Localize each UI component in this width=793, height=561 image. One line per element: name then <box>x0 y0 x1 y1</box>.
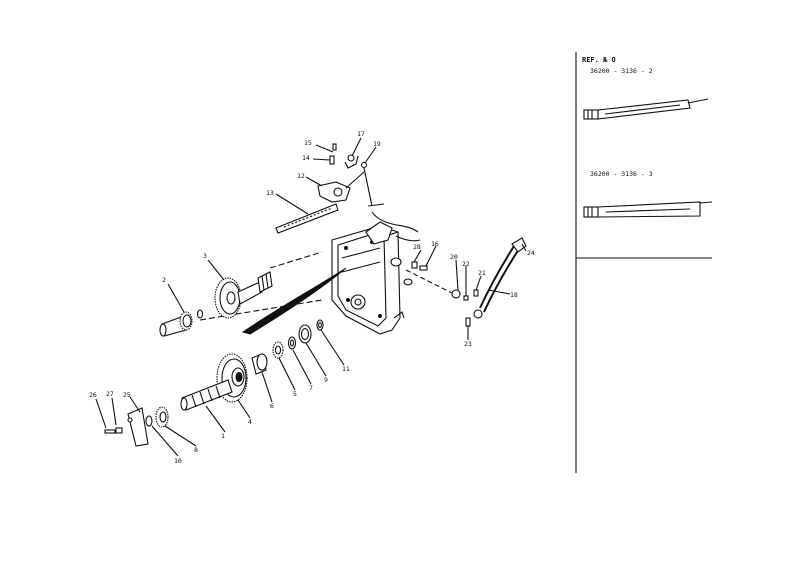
part-1-main-shaft <box>180 379 233 411</box>
callout-21: 21 <box>478 269 486 277</box>
parts-fittings <box>411 261 479 327</box>
callout-5: 5 <box>293 390 297 398</box>
ref-variant-a-label: 36200 - 3136 - 2 <box>590 67 653 75</box>
callout-11: 11 <box>342 365 350 373</box>
shaft-variant-b <box>583 201 713 218</box>
callout-4: 4 <box>248 418 252 426</box>
callout-labels: 1 2 3 4 5 6 7 8 9 10 11 12 13 14 15 16 1… <box>89 130 535 465</box>
callout-15: 15 <box>304 139 312 147</box>
part-3-large-gear <box>214 271 273 319</box>
part-13-shift-rod <box>275 203 339 234</box>
callout-23: 23 <box>464 340 472 348</box>
part-18-lever <box>473 237 527 319</box>
callout-7: 7 <box>309 384 313 392</box>
center-lines <box>199 251 459 321</box>
callout-10: 10 <box>174 457 182 465</box>
part-5-bearing <box>272 341 284 359</box>
part-9-bearing <box>298 324 312 344</box>
callout-13: 13 <box>266 189 274 197</box>
part-6-bushing <box>251 353 268 375</box>
part-12-shift-fork <box>317 171 365 203</box>
ref-variant-b-label: 36200 - 3136 - 3 <box>590 170 653 178</box>
part-11-snap-ring <box>316 319 324 331</box>
gear-housing <box>331 211 421 335</box>
ref-panel-title: REF. № O <box>582 56 616 64</box>
callout-9: 9 <box>324 376 328 384</box>
parts-14-15-17-19-detent <box>329 143 385 207</box>
leader-lines <box>95 137 527 457</box>
callout-17: 17 <box>357 130 365 138</box>
callout-27: 27 <box>106 390 114 398</box>
chain-belt <box>241 267 347 335</box>
part-7-ring <box>287 336 297 350</box>
callout-24: 24 <box>527 249 535 257</box>
callout-26: 26 <box>89 391 97 399</box>
callout-1: 1 <box>221 432 225 440</box>
part-10-washer <box>145 415 153 427</box>
callout-20: 20 <box>450 253 458 261</box>
callout-18: 18 <box>510 291 518 299</box>
callout-22: 22 <box>462 260 470 268</box>
callout-2: 2 <box>162 276 166 284</box>
callout-16: 16 <box>431 240 439 248</box>
callout-25: 25 <box>123 391 131 399</box>
part-2-small-gear <box>159 309 204 337</box>
reference-panel: REF. № O 36200 - 3136 - 2 36200 - 3136 -… <box>575 52 713 473</box>
callout-3: 3 <box>203 252 207 260</box>
callout-6: 6 <box>270 402 274 410</box>
shaft-variant-a <box>583 98 709 120</box>
part-8-gear <box>155 406 169 428</box>
callout-12: 12 <box>297 172 305 180</box>
callout-28: 28 <box>413 243 421 251</box>
parts-25-26-27-lever-plate <box>104 407 149 447</box>
callout-14: 14 <box>302 154 310 162</box>
callout-8: 8 <box>194 446 198 454</box>
callout-19: 19 <box>373 140 381 148</box>
